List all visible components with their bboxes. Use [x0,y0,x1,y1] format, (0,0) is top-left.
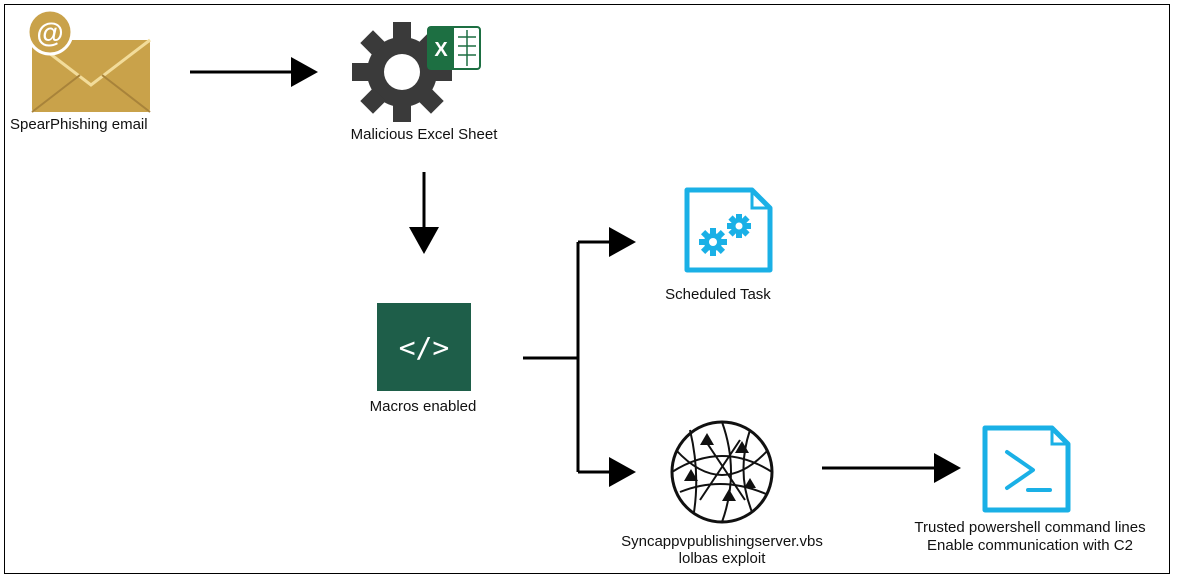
email-icon: @ [26,8,151,113]
lolbas-label-line2: lolbas exploit [678,550,766,567]
lolbas-label-line1: Syncappvpublishingserver.vbs [621,533,823,550]
powershell-label-line1: Trusted powershell command lines [914,519,1146,536]
scheduled-task-label: Scheduled Task [665,286,771,303]
email-label: SpearPhishing email [10,116,148,133]
macros-label: Macros enabled [369,398,477,415]
excel-badge: X [434,39,448,61]
powershell-icon [982,425,1071,513]
scheduled-task-icon [684,187,773,273]
excel-label: Malicious Excel Sheet [350,126,498,143]
code-icon: </> [377,303,471,391]
branch-connector [523,242,580,472]
network-globe-icon [670,420,774,524]
code-glyph: </> [399,331,450,364]
powershell-label-line2: Enable communication with C2 [927,537,1133,554]
excel-gear-icon: X [352,22,481,122]
svg-text:@: @ [36,17,63,48]
